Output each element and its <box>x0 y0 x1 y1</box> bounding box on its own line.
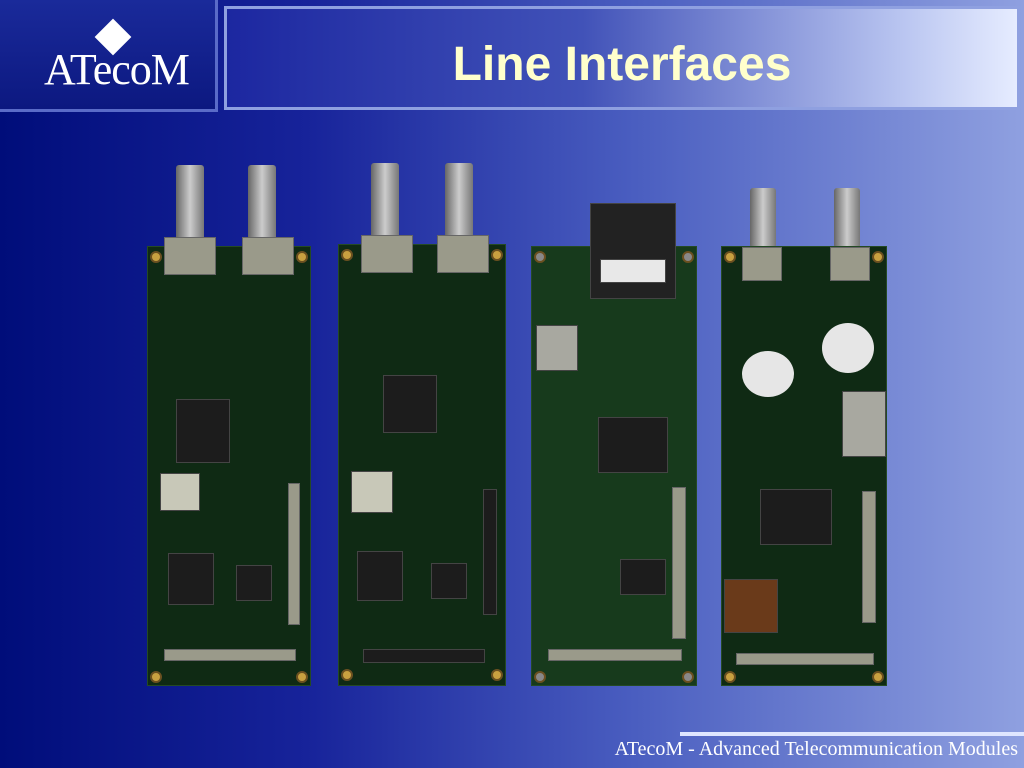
port-housing <box>742 247 782 281</box>
mount-hole <box>872 671 884 683</box>
chip <box>483 489 497 615</box>
bnc-connector-icon <box>371 163 399 243</box>
mount-hole <box>682 671 694 683</box>
pin-header <box>736 653 874 665</box>
footer-text: ATecoM - Advanced Telecommunication Modu… <box>614 738 1018 760</box>
socket <box>724 579 778 633</box>
logo-panel: ATecoM <box>0 0 218 112</box>
bnc-connector-icon <box>176 165 204 245</box>
chip <box>176 399 230 463</box>
mount-hole <box>682 251 694 263</box>
chip <box>383 375 437 433</box>
bnc-connector-icon <box>445 163 473 243</box>
chip <box>620 559 666 595</box>
mount-hole <box>150 251 162 263</box>
mount-hole <box>491 249 503 261</box>
mount-hole <box>491 669 503 681</box>
transceiver-label <box>600 259 666 283</box>
chip <box>363 649 485 663</box>
pin-header <box>164 649 296 661</box>
chip <box>431 563 467 599</box>
port-housing <box>830 247 870 281</box>
chip <box>236 565 272 601</box>
coil <box>742 351 794 397</box>
bnc-connector-icon <box>834 188 860 248</box>
pin-header <box>288 483 300 625</box>
chip <box>168 553 214 605</box>
port-housing <box>361 235 413 273</box>
mount-hole <box>724 671 736 683</box>
mount-hole <box>534 671 546 683</box>
footer-divider <box>680 732 1024 736</box>
circuit-board <box>721 246 887 686</box>
oscillator <box>160 473 200 511</box>
pin-header <box>862 491 876 623</box>
circuit-board <box>338 235 506 686</box>
circuit-board <box>147 237 311 686</box>
mount-hole <box>341 249 353 261</box>
coil <box>822 323 874 373</box>
mount-hole <box>296 671 308 683</box>
bnc-connector-icon <box>750 188 776 248</box>
mount-hole <box>296 251 308 263</box>
oscillator <box>536 325 578 371</box>
mount-hole <box>872 251 884 263</box>
oscillator <box>351 471 393 513</box>
chip <box>598 417 668 473</box>
circuit-board <box>531 203 697 686</box>
port-housing <box>242 237 294 275</box>
title-bar: Line Interfaces <box>224 6 1020 110</box>
chip <box>357 551 403 601</box>
pin-header <box>672 487 686 639</box>
mount-hole <box>150 671 162 683</box>
optical-transceiver <box>590 203 676 299</box>
bnc-connector-icon <box>248 165 276 245</box>
mount-hole <box>724 251 736 263</box>
port-housing <box>437 235 489 273</box>
mount-hole <box>341 669 353 681</box>
oscillator <box>842 391 886 457</box>
company-logo: ATecoM <box>44 45 190 94</box>
pin-header <box>548 649 682 661</box>
port-housing <box>164 237 216 275</box>
mount-hole <box>534 251 546 263</box>
slide-title: Line Interfaces <box>452 38 792 91</box>
chip <box>760 489 832 545</box>
